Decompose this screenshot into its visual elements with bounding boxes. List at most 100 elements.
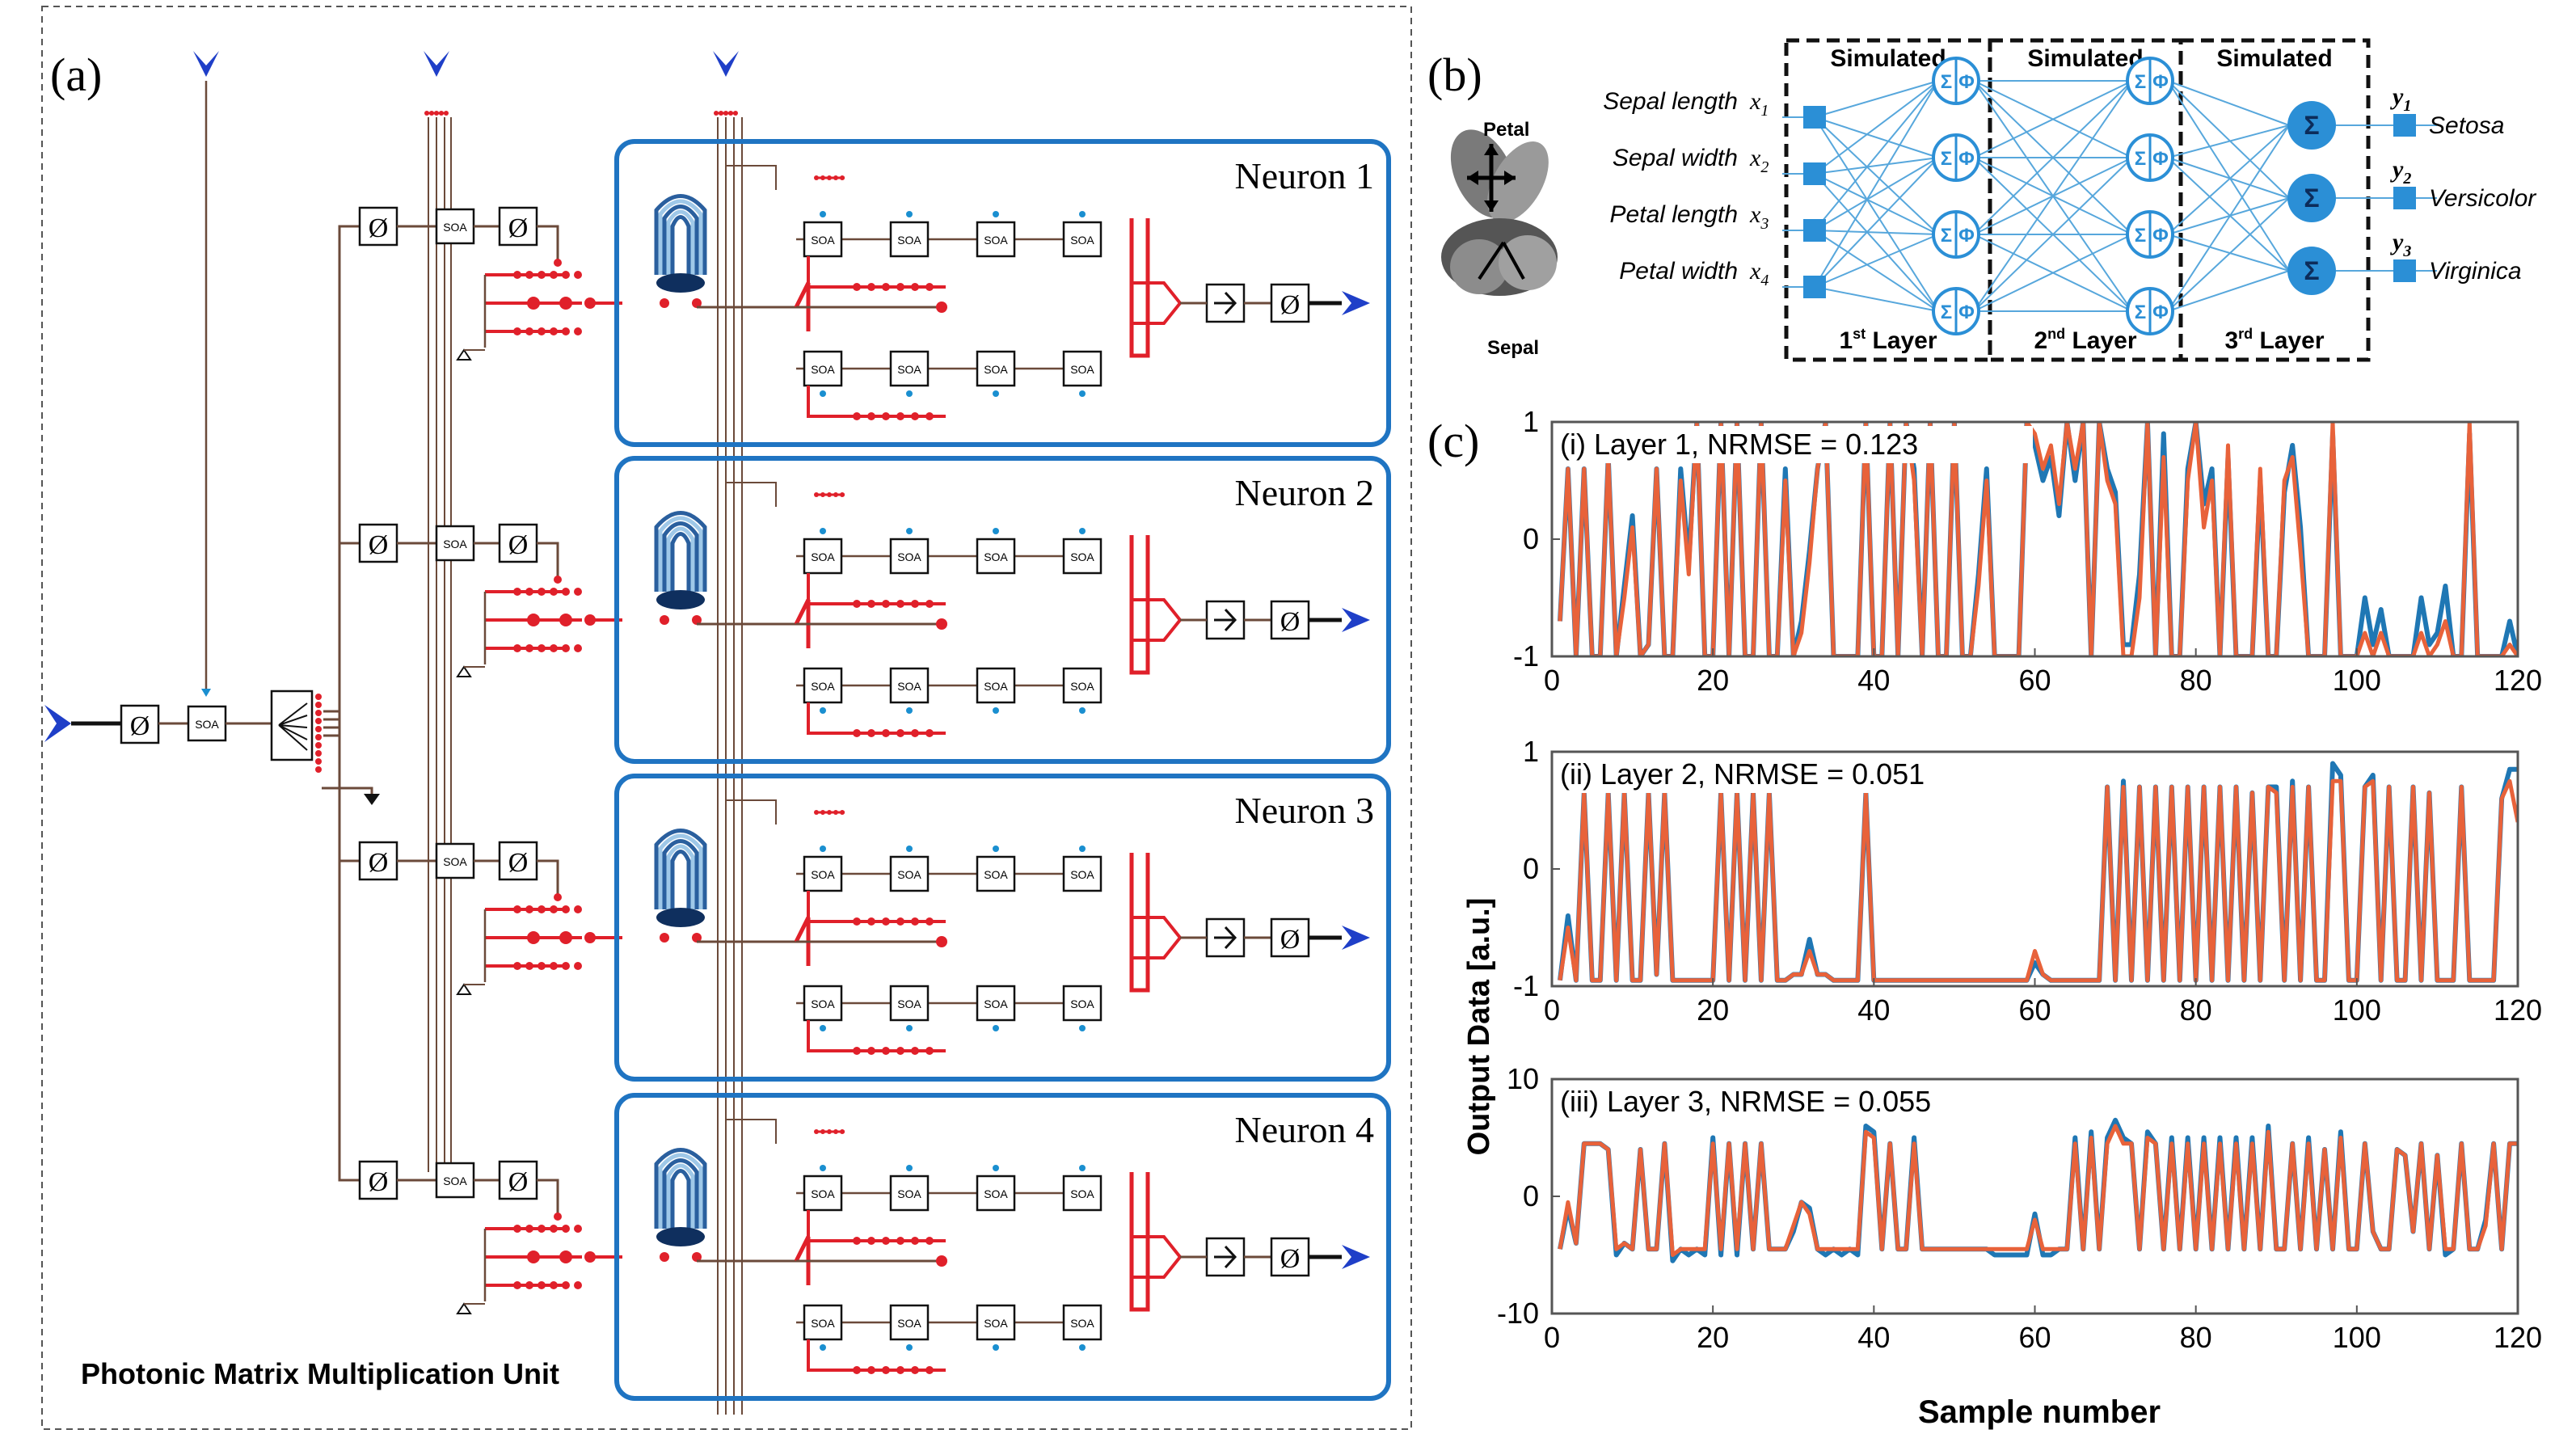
neuron-label: Neuron 3 <box>1235 790 1374 831</box>
connector-dot <box>692 1252 702 1262</box>
soa-label: SOA <box>984 868 1008 881</box>
soa-block <box>976 855 1016 892</box>
connection-line <box>1973 234 2133 312</box>
connector-dot <box>574 1281 582 1289</box>
combiner-link <box>1132 1235 1182 1259</box>
ring-resonator-icon <box>654 511 707 592</box>
bias-dot <box>906 390 913 397</box>
soa-label: SOA <box>897 363 921 376</box>
connector-dot <box>525 588 533 596</box>
layer-frame <box>1784 38 1992 362</box>
soa-label: SOA <box>897 550 921 563</box>
connector-dot <box>660 615 669 625</box>
ring-base <box>656 273 705 293</box>
y-tick-label: 10 <box>1507 1062 1539 1095</box>
connection-line <box>2167 80 2290 272</box>
splitter-port-dot <box>315 726 322 732</box>
chart-title: (ii) Layer 2, NRMSE = 0.051 <box>1560 757 1925 791</box>
branch-waveguide <box>323 734 360 1182</box>
x-tick-label: 80 <box>2180 664 2212 697</box>
bias-dot <box>1079 846 1086 852</box>
connector-dot <box>896 1047 904 1055</box>
connection-line <box>2167 124 2290 235</box>
soa-label: SOA <box>897 868 921 881</box>
sigma-symbol: Σ <box>2304 111 2319 140</box>
soa-block <box>889 538 930 575</box>
input-feature-label: Petal width <box>1619 258 1738 285</box>
splitter-port-dot <box>315 766 322 773</box>
x-tick-label: 100 <box>2333 1321 2381 1354</box>
soa-label: SOA <box>1070 997 1094 1010</box>
soa-label: SOA <box>897 997 921 1010</box>
soa-label: SOA <box>195 718 219 731</box>
soa-block <box>976 1304 1016 1341</box>
ring-base <box>656 908 705 927</box>
bias-feed <box>726 482 777 507</box>
x-tick-label: 100 <box>2333 993 2381 1027</box>
soa-label: SOA <box>443 538 467 550</box>
connector-dot <box>550 1225 558 1233</box>
x-tick-label: 20 <box>1697 664 1729 697</box>
soa-block <box>1062 538 1102 575</box>
detector-icon <box>1214 1245 1237 1269</box>
connector-dot <box>867 283 875 291</box>
ring-resonator-icon <box>670 215 691 275</box>
combiner-bus <box>1129 853 1150 993</box>
soa-label: SOA <box>811 1317 835 1330</box>
y-tick-label: 1 <box>1523 735 1539 768</box>
bias-dot <box>993 846 999 852</box>
connector-dot <box>513 962 521 970</box>
input-feature-label: Sepal width <box>1613 145 1738 171</box>
neuron-box <box>614 456 1391 764</box>
ground-icon <box>456 665 472 677</box>
ground-icon <box>456 1302 472 1314</box>
connector-dot <box>925 283 934 291</box>
series-line-output <box>1558 1124 2518 1257</box>
iris-flower-image: Petal Sepal <box>1441 119 1558 359</box>
phase-shifter-block <box>1270 917 1310 958</box>
bias-dot <box>993 390 999 397</box>
soa-label: SOA <box>1070 680 1094 693</box>
soa-block <box>803 667 843 704</box>
detector-icon <box>1214 926 1237 950</box>
connection-line <box>1973 80 2133 312</box>
soa-block <box>803 350 843 387</box>
ring-base <box>656 590 705 609</box>
bias-dot <box>1079 1344 1086 1351</box>
connector-dot <box>660 933 669 943</box>
connector-dot <box>853 917 861 926</box>
bias-dot <box>993 707 999 714</box>
output-variable: y1 <box>2390 83 2411 115</box>
output-variable: y2 <box>2390 156 2411 188</box>
soa-block <box>1062 350 1102 387</box>
connector-dot <box>562 905 570 913</box>
connector-dot <box>527 614 540 626</box>
connector-dot <box>882 1237 890 1245</box>
y-tick-label: -10 <box>1497 1297 1539 1330</box>
connector-dot <box>562 588 570 596</box>
splitter-fan-icon <box>278 702 308 751</box>
connector-dot <box>853 1237 861 1245</box>
soa-block <box>1062 985 1102 1022</box>
connector-dot <box>538 1225 546 1233</box>
panel-a-circuit: (a) Photonic Matrix Multiplication Unit … <box>41 6 1412 1430</box>
ring-resonator-icon <box>658 833 703 909</box>
row-link <box>807 386 946 418</box>
connection-line <box>2167 80 2290 199</box>
bias-feed <box>726 1119 777 1144</box>
connector-dot <box>853 729 861 737</box>
connector-dot <box>550 271 558 279</box>
row-link <box>807 1210 946 1242</box>
ring-resonator-icon <box>662 1158 699 1229</box>
connection-line <box>1814 80 1939 118</box>
x-tick-label: 40 <box>1857 664 1890 697</box>
petal-label: Petal <box>1483 119 1529 141</box>
ring-resonator-icon <box>658 199 703 275</box>
soa-label: SOA <box>811 550 835 563</box>
connector-dot <box>525 1281 533 1289</box>
row-link <box>807 702 946 735</box>
connector-dot <box>574 644 582 652</box>
connector-dot <box>853 412 861 420</box>
connector-dot <box>896 729 904 737</box>
